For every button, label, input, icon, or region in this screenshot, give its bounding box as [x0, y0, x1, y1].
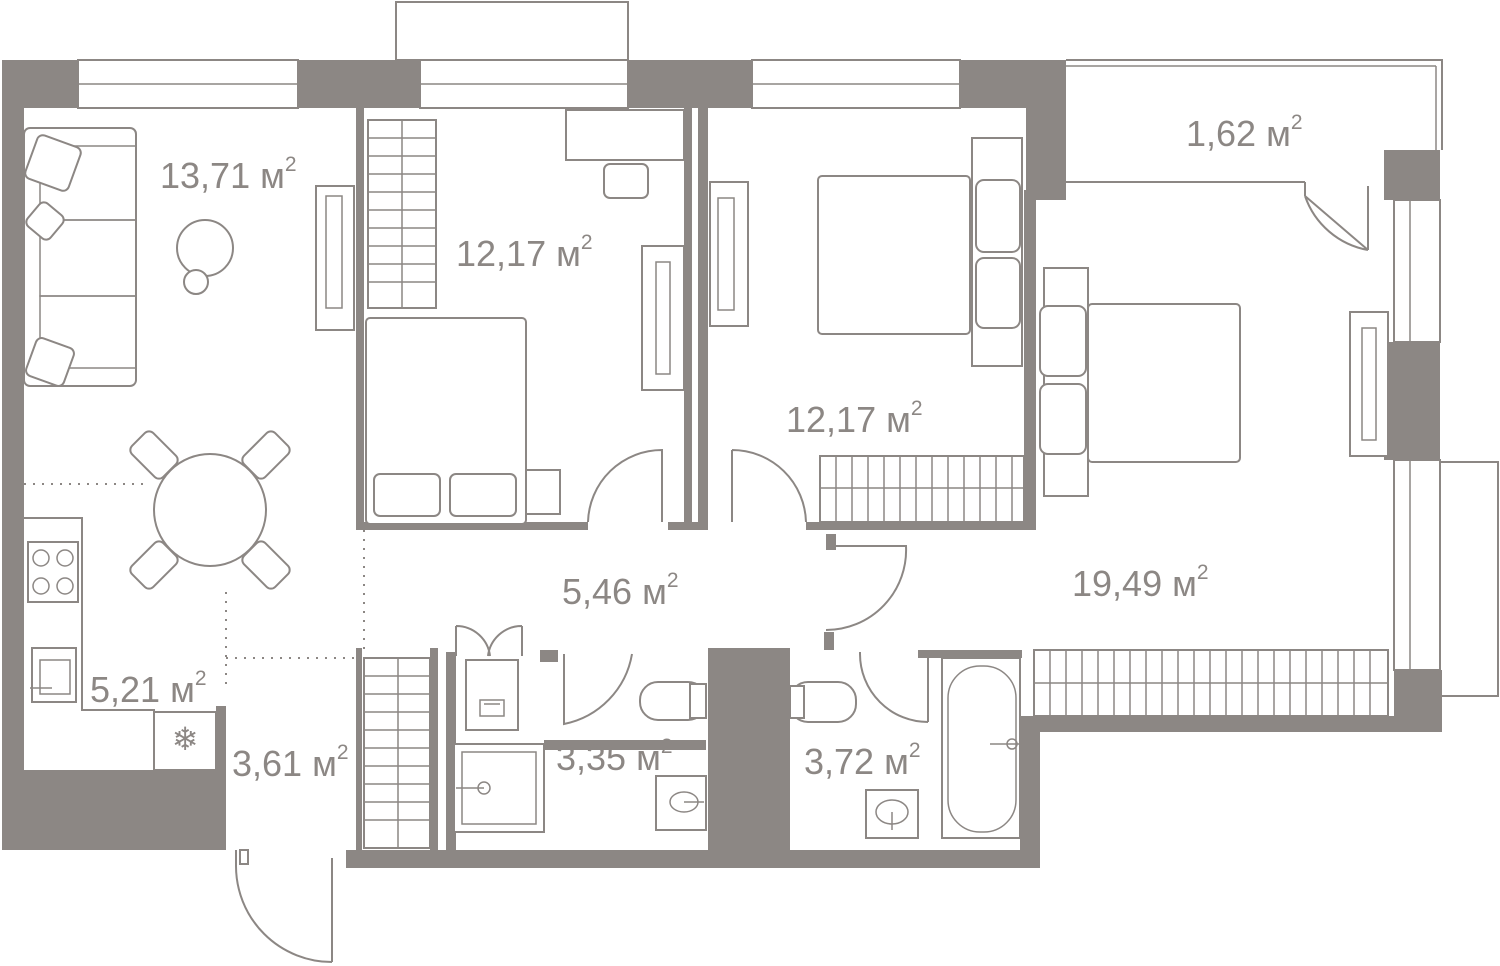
desk-icon — [565, 109, 685, 161]
area-label-entrance: 3,61 м2 — [232, 741, 349, 784]
area-label-master-bedroom: 19,49 м2 — [1072, 561, 1209, 604]
bathroom-1-fixtures — [453, 653, 707, 833]
wardrobe-icon — [819, 455, 1025, 523]
area-label-bathroom-2: 3,72 м2 — [804, 739, 921, 782]
stove-icon — [27, 541, 79, 603]
area-label-bedroom-2: 12,17 м2 — [786, 397, 923, 440]
hall-furniture — [235, 624, 523, 963]
coffee-table-icon — [176, 219, 234, 277]
bedroom-1-furniture — [315, 109, 685, 525]
dining-table-icon — [153, 453, 267, 567]
bedroom-2-furniture — [709, 137, 1025, 523]
svg-text:❄: ❄ — [172, 720, 199, 758]
area-label-living: 13,71 м2 — [160, 153, 297, 196]
nightstand-icon — [1043, 267, 1089, 497]
bathtub-icon — [941, 657, 1021, 839]
chair-icon — [603, 163, 649, 199]
washing-machine-icon — [465, 659, 519, 731]
door-icon — [731, 449, 807, 523]
area-label-bathroom-1: 3,35 м2 — [556, 735, 673, 778]
bathroom-2-fixtures — [789, 650, 1021, 839]
living-furniture: ❄ — [23, 127, 365, 771]
window-frames — [77, 1, 1499, 697]
fridge-icon — [153, 711, 217, 771]
wardrobe-icon — [363, 657, 431, 849]
master-bedroom-furniture — [1033, 182, 1389, 717]
bed-icon — [1087, 303, 1241, 463]
area-label-bedroom-1: 12,17 м2 — [456, 231, 593, 274]
doors — [587, 448, 908, 632]
bed-icon — [365, 317, 527, 525]
door-icon — [587, 448, 663, 523]
bed-icon — [817, 175, 971, 335]
walls — [2, 60, 1442, 868]
door-icon — [825, 545, 908, 632]
area-label-hall: 5,46 м2 — [562, 569, 679, 612]
area-label-balcony: 1,62 м2 — [1186, 111, 1303, 154]
area-label-kitchen: 5,21 м2 — [90, 667, 207, 710]
